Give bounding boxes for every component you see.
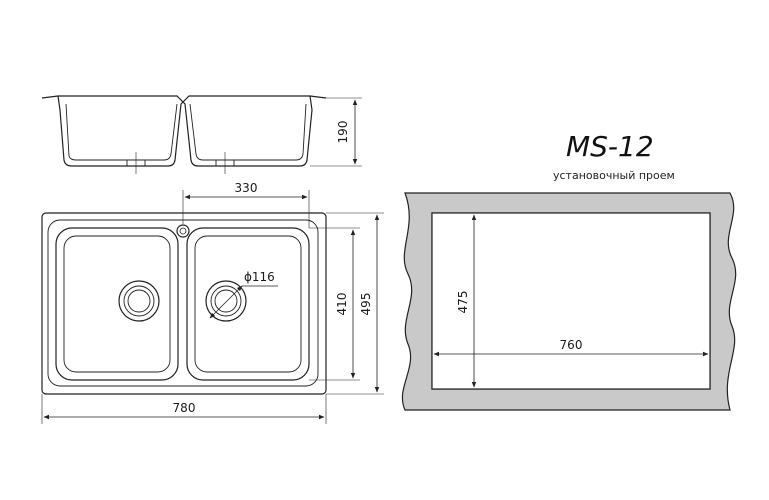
side-view-outer-profile <box>57 95 313 167</box>
top-view-outer-rim <box>41 212 327 395</box>
cutout-height-label: 475 <box>456 291 470 314</box>
right-bowl-outer <box>186 227 310 381</box>
side-view-inner-profile-right <box>189 103 307 161</box>
cutout-opening <box>431 212 711 390</box>
offset-label: 330 <box>235 181 258 195</box>
left-drain <box>118 280 160 322</box>
side-view <box>41 95 362 174</box>
left-bowl-inner <box>63 235 171 373</box>
cutout-width-label: 760 <box>560 338 583 352</box>
side-view-rim <box>41 95 327 103</box>
drain-diameter-label: ϕ116 <box>244 270 275 284</box>
left-bowl-outer <box>55 227 179 381</box>
depth-label: 190 <box>336 121 350 144</box>
model-subtitle: установочный проем <box>553 169 675 182</box>
faucet-hole <box>176 224 190 238</box>
drain-diameter-leader <box>209 285 243 319</box>
model-title: MS-12 <box>566 130 654 163</box>
right-drain <box>205 280 247 322</box>
right-bowl-inner <box>194 235 302 373</box>
cutout-view <box>401 192 737 411</box>
total-width-label: 780 <box>173 401 196 415</box>
top-view-inner-rim <box>47 219 319 387</box>
side-view-inner-profile <box>65 103 178 161</box>
total-height-label: 495 <box>359 293 373 316</box>
top-view <box>41 190 384 424</box>
bowl-height-label: 410 <box>335 293 349 316</box>
